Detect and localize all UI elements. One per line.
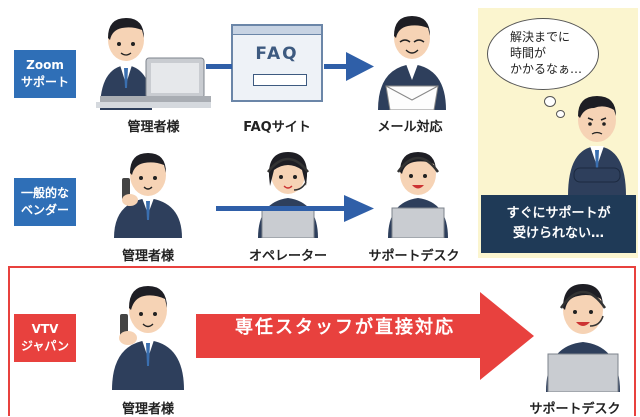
- label-line: ジャパン: [20, 339, 69, 353]
- label-line: 一般的な: [20, 186, 69, 200]
- support-desk-illustration: [546, 284, 620, 392]
- thought-bubble: 解決までに 時間が かかるなぁ…: [487, 18, 599, 90]
- support-desk-illustration: [388, 152, 448, 238]
- faq-window-title: FAQ: [255, 44, 299, 64]
- label-line: Zoom: [26, 58, 64, 72]
- label-line: ベンダー: [20, 203, 69, 217]
- admin-on-phone-illustration: [112, 286, 184, 390]
- label-line: サポート: [20, 75, 69, 89]
- vtv-highlight-frame: [8, 266, 636, 416]
- no-quick-support-box: すぐにサポートが 受けられない…: [481, 195, 636, 253]
- worried-man-illustration: [568, 96, 626, 196]
- search-box-icon: [253, 74, 307, 86]
- thought-line: 解決までに: [510, 30, 571, 44]
- thought-dot: [544, 96, 556, 107]
- admin-with-laptop-illustration: [96, 18, 211, 110]
- direct-support-label: 専任スタッフが直接対応: [235, 317, 455, 338]
- admin-caption: 管理者様: [121, 402, 174, 417]
- direct-support-arrow: [196, 292, 534, 380]
- faq-site-caption: FAQサイト: [243, 120, 311, 135]
- support-desk-caption: サポートデスク: [529, 402, 621, 417]
- admin-caption: 管理者様: [121, 249, 174, 264]
- general-vendor-label: 一般的な ベンダー: [14, 178, 76, 226]
- mail-support-caption: メール対応: [377, 120, 443, 135]
- faq-window-icon: FAQ: [231, 24, 323, 102]
- row2-arrow: [216, 195, 374, 222]
- admin-on-phone-illustration: [114, 153, 182, 238]
- mail-support-illustration: [378, 16, 446, 110]
- support-desk-caption: サポートデスク: [368, 249, 460, 264]
- thought-dot: [556, 110, 565, 118]
- thought-line: かかるなぁ…: [510, 62, 583, 76]
- operator-caption: オペレーター: [248, 249, 327, 264]
- vtv-japan-label: VTV ジャパン: [14, 314, 76, 362]
- window-titlebar: [233, 26, 321, 35]
- admin-caption: 管理者様: [127, 120, 180, 135]
- problem-line: すぐにサポートが: [506, 206, 611, 221]
- row1-arrow: [206, 52, 374, 81]
- label-line: VTV: [31, 322, 59, 336]
- problem-line: 受けられない…: [512, 226, 604, 241]
- thought-line: 時間が: [510, 46, 547, 60]
- zoom-support-label: Zoom サポート: [14, 50, 76, 98]
